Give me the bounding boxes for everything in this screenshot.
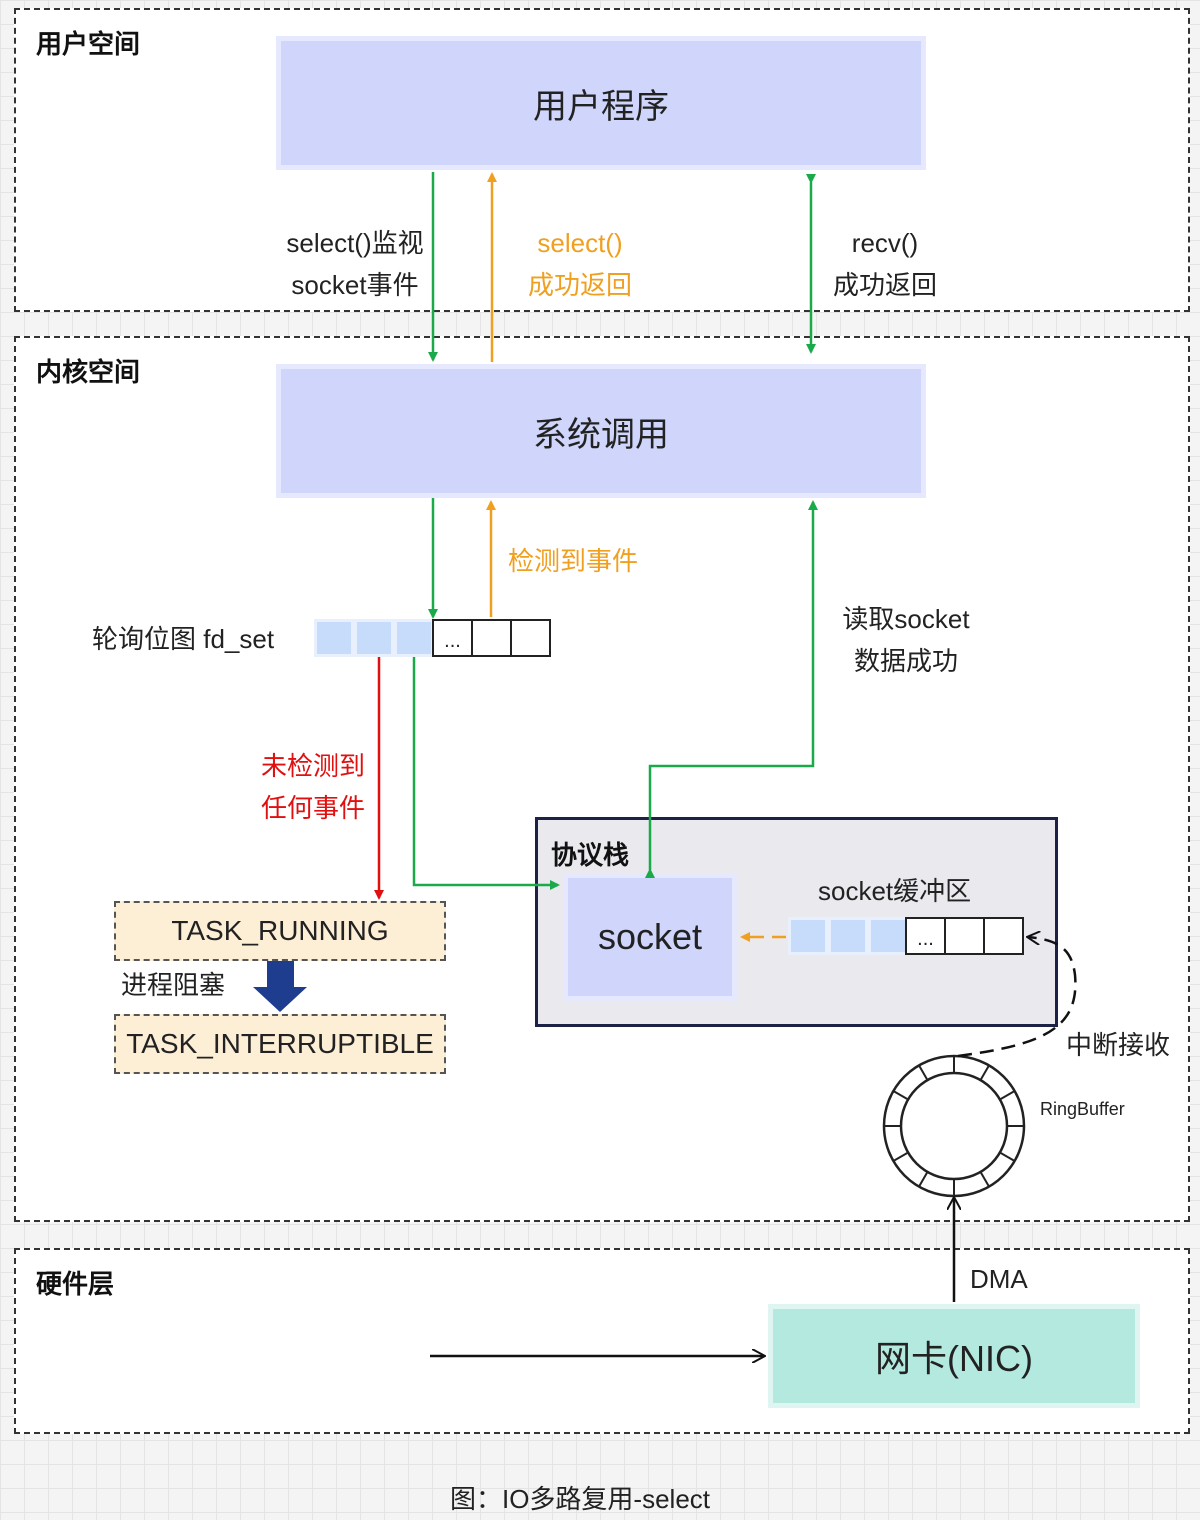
fdset-cell-5 (471, 619, 512, 657)
read-socket-arrow (645, 500, 818, 878)
fdset-label: 轮询位图 fd_set (92, 624, 275, 654)
socket-buffer-cell-1 (788, 917, 828, 955)
fdset-cell-1 (314, 619, 354, 657)
recv-return-label: recv() 成功返回 (810, 222, 960, 306)
socket-buffer-cell-2 (828, 917, 868, 955)
protocol-stack-title: 协议栈 (551, 840, 630, 870)
dma-label: DMA (970, 1264, 1028, 1294)
ringbuffer-segment-divider (979, 1064, 990, 1081)
select-monitor-label: select()监视 socket事件 (270, 222, 440, 306)
ringbuffer-segment-divider (979, 1171, 990, 1188)
fdset-to-socket-arrow (412, 657, 560, 890)
not-detected-line-2: 任何事件 (260, 793, 365, 823)
read-socket-line-2: 数据成功 (853, 646, 958, 676)
process-blocked-arrow (253, 961, 307, 1012)
ringbuffer-segment-divider (892, 1151, 909, 1162)
fdset-cell-2 (354, 619, 394, 657)
interrupt-receive-label: 中断接收 (1066, 1030, 1171, 1060)
ringbuffer-segment-divider (892, 1090, 909, 1101)
ringbuffer-segment-divider (999, 1151, 1016, 1162)
select-monitor-line-1: select()监视 (286, 228, 424, 258)
ringbuffer-segment-divider (918, 1171, 929, 1188)
socket-buffer-label: socket缓冲区 (818, 876, 972, 906)
user-space-title: 用户空间 (36, 29, 141, 59)
process-blocked-label: 进程阻塞 (121, 970, 226, 1000)
fdset-cell-6 (510, 619, 551, 657)
kernel-space-title: 内核空间 (36, 357, 141, 387)
socket-buffer-cell-6 (983, 917, 1024, 955)
user-program-box: 用户程序 (276, 36, 926, 170)
socket-buffer-cell-ellipsis: ... (905, 917, 946, 955)
not-detected-line-1: 未检测到 (260, 751, 365, 781)
select-return-label: select() 成功返回 (505, 222, 655, 306)
ringbuffer-segment-divider (999, 1090, 1016, 1101)
figure-caption: 图：IO多路复用-select (449, 1484, 711, 1514)
recv-return-line-1: recv() (851, 228, 919, 258)
read-socket-line-1: 读取socket (842, 604, 970, 634)
recv-return-line-2: 成功返回 (832, 270, 937, 300)
read-socket-label: 读取socket 数据成功 (826, 598, 986, 682)
syscall-box: 系统调用 (276, 364, 926, 498)
ringbuffer-label: RingBuffer (1040, 1099, 1125, 1119)
select-monitor-line-2: socket事件 (291, 270, 419, 300)
nic-box: 网卡(NIC) (768, 1304, 1140, 1408)
socket-box: socket (563, 873, 737, 1001)
task-running-box: TASK_RUNNING (114, 901, 446, 961)
task-interruptible-box: TASK_INTERRUPTIBLE (114, 1014, 446, 1074)
event-detected-label: 检测到事件 (508, 546, 639, 576)
ringbuffer-segment-divider (918, 1064, 929, 1081)
fdset-cell-3 (394, 619, 434, 657)
select-return-line-1: select() (537, 228, 623, 258)
interrupt-receive-curve (957, 937, 1077, 1058)
hardware-layer-title: 硬件层 (36, 1269, 115, 1299)
not-detected-label: 未检测到 任何事件 (246, 745, 380, 829)
select-return-line-2: 成功返回 (527, 270, 632, 300)
